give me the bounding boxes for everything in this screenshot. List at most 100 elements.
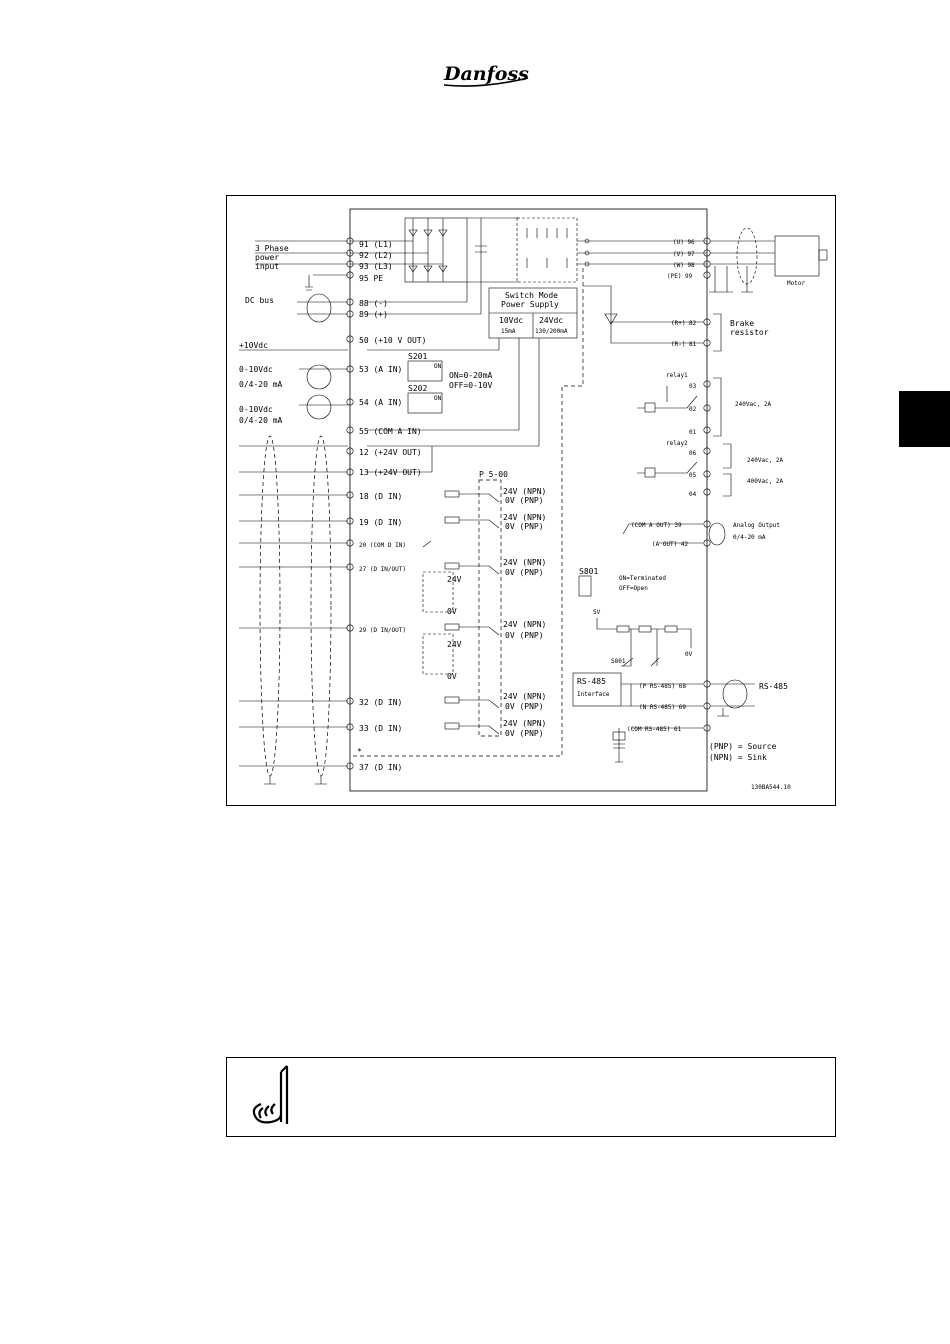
terminal-81: (R-) 81 [671, 341, 697, 348]
t29-0v: 0V [447, 672, 457, 681]
psu-10v: 10Vdc [499, 316, 523, 325]
t32-pnp: 0V (PNP) [505, 702, 544, 711]
terminal-98: (W) 98 [673, 262, 695, 269]
analog-in-label-4: 0/4-20 mA [239, 416, 283, 425]
analog-in-label-2: 0/4-20 mA [239, 380, 283, 389]
t18-npn: 24V (NPN) [503, 487, 546, 496]
relay1-label: relay1 [666, 372, 688, 379]
terminal-18: 18 (D IN) [359, 492, 402, 501]
s801-label: S801 [579, 567, 598, 576]
star-mark: * [357, 747, 362, 756]
relay-term-01: 01 [689, 429, 697, 436]
terminal-97: (V) 97 [673, 251, 695, 258]
terminal-68: (P RS-485) 68 [639, 683, 686, 690]
relay2-rating-2: 400Vac, 2A [747, 478, 784, 485]
terminal-89: 89 (+) [359, 310, 388, 319]
psu-title-1: Switch Mode [505, 291, 558, 300]
terminal-13: 13 (+24V OUT) [359, 468, 422, 477]
t27-npn: 24V (NPN) [503, 558, 546, 567]
terminal-88: 88 (-) [359, 299, 388, 308]
terminal-19: 19 (D IN) [359, 518, 402, 527]
note-box [226, 1057, 836, 1137]
terminal-32: 32 (D IN) [359, 698, 402, 707]
terminal-95: 95 PE [359, 274, 383, 283]
v10-label: +10Vdc [239, 341, 268, 350]
t33-pnp: 0V (PNP) [505, 729, 544, 738]
terminal-54: 54 (A IN) [359, 398, 402, 407]
svg-text:power: power [255, 253, 279, 262]
brake-label-1: Brake [730, 319, 754, 328]
aout-label-2: 0/4-20 mA [733, 534, 766, 541]
terminal-99: (PE) 99 [667, 273, 693, 280]
terminal-55: 55 (COM A IN) [359, 427, 422, 436]
terminal-61: (COM RS-485) 61 [627, 726, 682, 733]
power-supply [488, 287, 578, 339]
svg-text:3 Phase: 3 Phase [255, 244, 289, 253]
terminal-39: (COM A OUT) 39 [631, 522, 682, 529]
p500-label: P 5-00 [479, 470, 508, 479]
terminal-29: 29 (D IN/OUT) [359, 627, 406, 634]
terminal-50: 50 (+10 V OUT) [359, 336, 426, 345]
section-tab [899, 391, 950, 447]
s801-on: ON=Terminated [619, 575, 666, 582]
svg-text:input: input [255, 262, 279, 271]
terminal-53: 53 (A IN) [359, 365, 402, 374]
analog-switch-off: OFF=0-10V [449, 381, 493, 390]
relay-term-05: 05 [689, 472, 697, 479]
rs485-label: RS-485 [759, 682, 788, 691]
relay-term-04: 04 [689, 491, 697, 498]
t27-pnp: 0V (PNP) [505, 568, 544, 577]
s201-label: S201 [408, 352, 427, 361]
psu-24v-current: 130/200mA [535, 328, 568, 335]
legend-npn: (NPN) = Sink [709, 753, 767, 762]
s202-on: ON [434, 395, 442, 402]
relay-term-02: 02 [689, 406, 697, 413]
relay1-rating: 240Vac, 2A [735, 401, 772, 408]
dc-bus-label: DC bus [245, 296, 274, 305]
t19-npn: 24V (NPN) [503, 513, 546, 522]
v5-label: 5V [593, 609, 601, 616]
rs485-box-title: RS-485 [577, 677, 606, 686]
terminal-92: 92 (L2) [359, 251, 393, 260]
aout-label-1: Analog Output [733, 522, 780, 529]
danfoss-logo: Danfoss [443, 63, 529, 87]
analog-in-label-3: 0-10Vdc [239, 405, 273, 414]
motor-symbol [709, 227, 828, 293]
power-input-label-1: 3 Phase [255, 244, 289, 253]
terminal-33: 33 (D IN) [359, 724, 402, 733]
drawing-code: 130BA544.10 [751, 784, 791, 791]
t29-pnp: 0V (PNP) [505, 631, 544, 640]
t32-npn: 24V (NPN) [503, 692, 546, 701]
logo-text: Danfoss [443, 63, 529, 85]
relay2-rating-1: 240Vac, 2A [747, 457, 784, 464]
rs485-box-sub: Interface [577, 691, 610, 698]
relay-term-06: 06 [689, 450, 697, 457]
wiring-diagram: 3 Phase power input DC bus +10Vdc 0-10Vd… [226, 195, 836, 806]
motor-label: Motor [787, 280, 805, 287]
legend-pnp: (PNP) = Source [709, 742, 777, 751]
terminal-27: 27 (D IN/OUT) [359, 566, 406, 573]
psu-10v-current: 15mA [501, 328, 516, 335]
s202-label: S202 [408, 384, 427, 393]
power-input-label-2: power [255, 253, 279, 262]
t27-0v: 0V [447, 607, 457, 616]
terminal-91: 91 (L1) [359, 240, 393, 249]
t19-pnp: 0V (PNP) [505, 522, 544, 531]
t18-pnp: 0V (PNP) [505, 496, 544, 505]
terminal-20: 20 (COM D IN) [359, 542, 406, 549]
terminal-82: (R+) 82 [671, 320, 697, 327]
wiring-diagram-svg: 3 Phase power input DC bus +10Vdc 0-10Vd… [239, 208, 828, 792]
relay-term-03: 03 [689, 383, 697, 390]
s801-off: OFF=Open [619, 585, 648, 592]
terminal-69: (N RS-485) 69 [639, 704, 686, 711]
psu-24v: 24Vdc [539, 316, 563, 325]
analog-switch-on: ON=0-20mA [449, 371, 493, 380]
analog-in-label-1: 0-10Vdc [239, 365, 273, 374]
v0b-label: 0V [685, 651, 693, 658]
brake-label-2: resistor [730, 328, 769, 337]
relay2-label: relay2 [666, 440, 688, 447]
t27-24v: 24V [447, 575, 462, 584]
psu-title-2: Power Supply [501, 300, 559, 309]
terminal-96: (U) 96 [673, 239, 695, 246]
t33-npn: 24V (NPN) [503, 719, 546, 728]
